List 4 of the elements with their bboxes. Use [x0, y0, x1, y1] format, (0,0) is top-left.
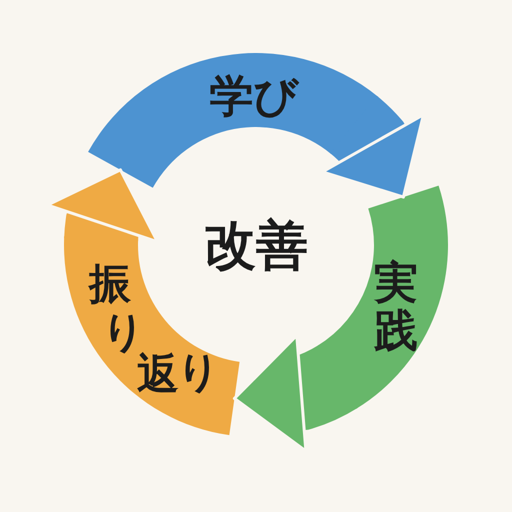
band-label: 学び	[210, 75, 298, 119]
band-label: 実践	[374, 260, 418, 356]
arc-band	[317, 185, 448, 409]
arc-band	[88, 53, 379, 188]
